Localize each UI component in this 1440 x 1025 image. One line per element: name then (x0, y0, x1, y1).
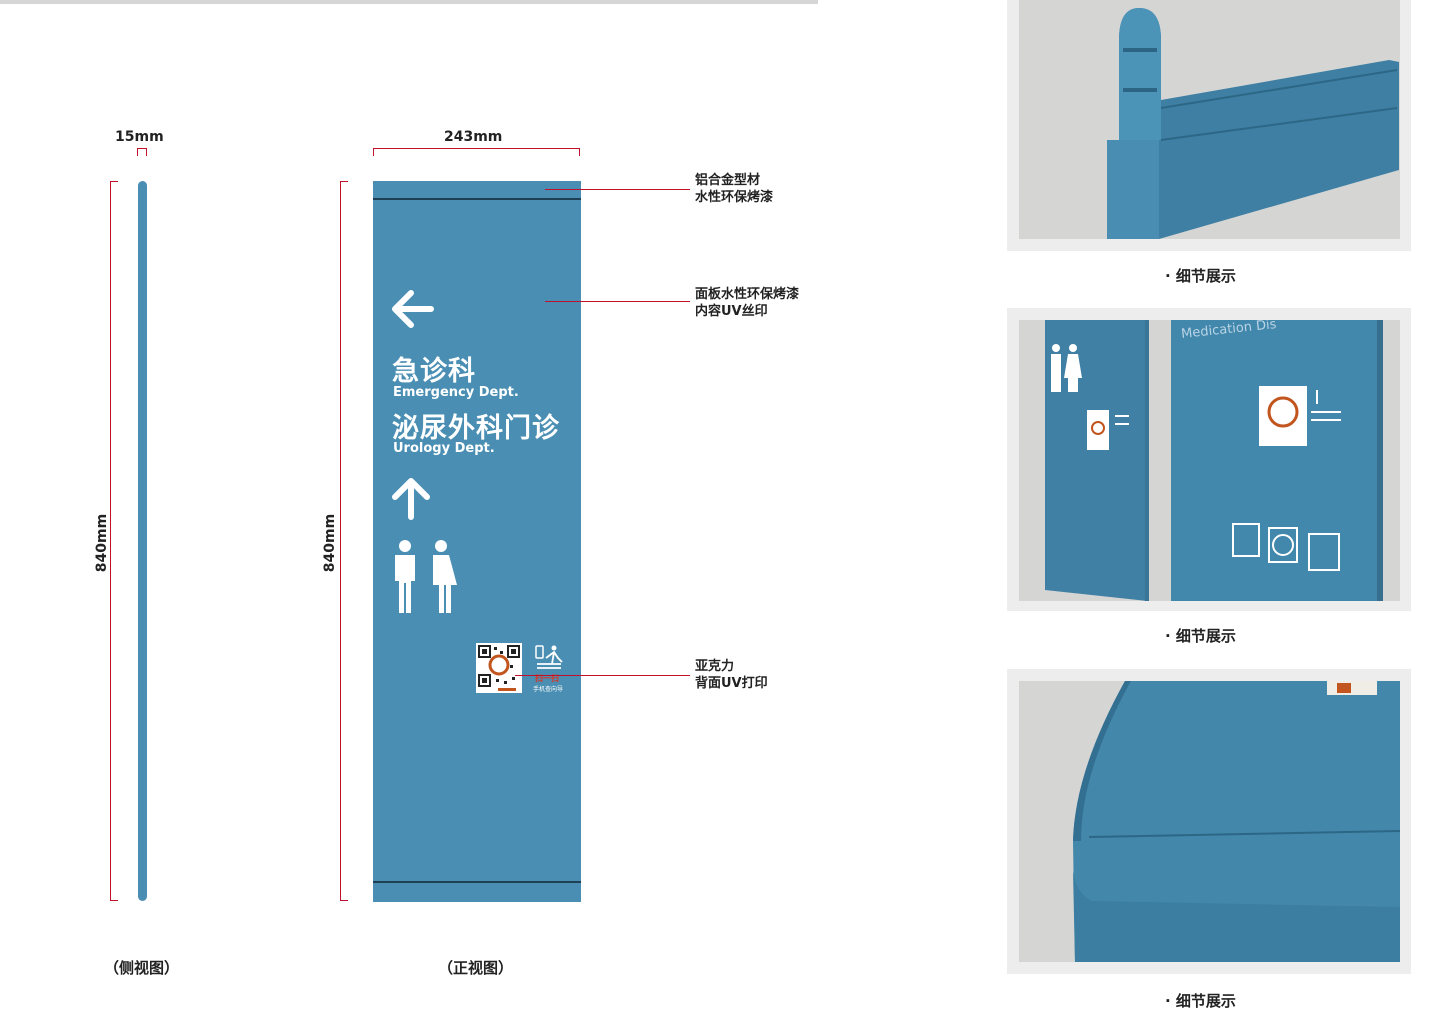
side-height-dimension (110, 181, 119, 901)
dept1-cn: 急诊科 (392, 356, 476, 387)
annotation-2: 面板水性环保烤漆 内容UV丝印 (695, 286, 799, 320)
arrow-left-icon (392, 290, 434, 328)
front-height-dimension (340, 181, 349, 901)
detail-caption-3: · 细节展示 (1165, 992, 1236, 1010)
annotation-1-line1: 铝合金型材 (695, 173, 761, 188)
leader-line-2 (545, 301, 690, 302)
annotation-3: 亚克力 背面UV打印 (695, 658, 768, 692)
front-width-dimension (373, 148, 580, 157)
panel-top-seam (373, 198, 581, 200)
panel-bottom-seam (373, 881, 581, 883)
qr-code (476, 643, 522, 693)
qr-caption: 手机查向导 (533, 686, 564, 693)
annotation-1-line2: 水性环保烤漆 (695, 190, 774, 205)
sign-panel: 急诊科 Emergency Dept. 泌尿外科门诊 Urology Dept. (373, 181, 581, 902)
side-height-label: 840mm (94, 513, 110, 573)
side-width-label: 15mm (115, 129, 164, 145)
scan-label: 扫一扫 (535, 674, 559, 683)
detail-photo-3 (1007, 669, 1411, 974)
annotation-2-line1: 面板水性环保烤漆 (695, 287, 800, 302)
arrow-up-icon (392, 478, 430, 520)
annotation-3-line1: 亚克力 (695, 659, 735, 674)
dept2-cn: 泌尿外科门诊 (392, 413, 560, 444)
front-view-caption: （正视图） (438, 959, 514, 977)
front-height-label: 840mm (322, 513, 338, 573)
detail-photo-2: Medication Dis (1007, 308, 1411, 611)
leader-line-1 (545, 189, 690, 190)
side-view-profile (138, 181, 147, 901)
annotation-3-line2: 背面UV打印 (695, 676, 768, 691)
phone-scan-icon (535, 645, 563, 669)
detail-caption-1: · 细节展示 (1165, 267, 1236, 285)
annotation-2-line2: 内容UV丝印 (695, 304, 768, 319)
leader-line-3 (515, 675, 690, 676)
restroom-icon (395, 540, 457, 613)
dept2-en: Urology Dept. (393, 441, 495, 456)
detail-caption-2: · 细节展示 (1165, 627, 1236, 645)
side-width-dimension (137, 148, 147, 157)
dept1-en: Emergency Dept. (393, 385, 519, 400)
front-width-label: 243mm (444, 129, 503, 145)
side-view-caption: （侧视图） (104, 959, 180, 977)
top-rule (0, 0, 818, 4)
annotation-1: 铝合金型材 水性环保烤漆 (695, 172, 773, 206)
detail-photo-1 (1007, 0, 1411, 251)
